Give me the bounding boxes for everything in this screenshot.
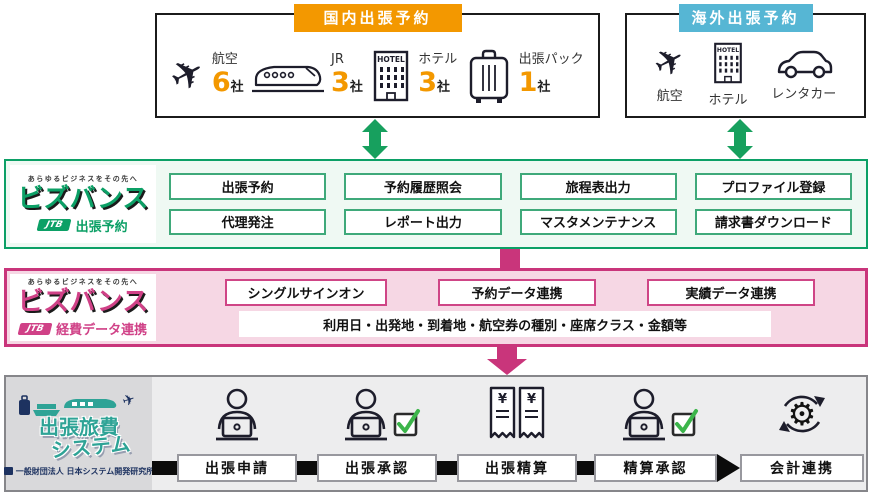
service-label: 出張パック <box>518 51 584 67</box>
bizvance-expense-section: あらゆるビジネスをその先へ ビズバンス JTB 経費データ連携 シングルサインオ… <box>4 268 868 347</box>
bizvance-booking-logo: あらゆるビジネスをその先へ ビズバンス JTB 出張予約 <box>10 165 156 243</box>
feature-box: 代理発注 <box>169 208 327 235</box>
brand-subtitle: 出張予約 <box>75 219 128 235</box>
feature-box: マスタメンテナンス <box>519 208 677 235</box>
svg-text:¥: ¥ <box>527 392 536 407</box>
service-count: 1 <box>518 67 538 99</box>
service-label: 航空 <box>656 89 683 104</box>
expense-system-logo-panel: ✈ 出張旅費 システム 一般財団法人 日本システム開発研究所 <box>3 377 155 490</box>
service-label: ホテル <box>708 93 748 108</box>
feature-box: 請求書ダウンロード <box>694 208 852 235</box>
vehicles-icon: ✈ <box>19 391 138 416</box>
feature-box: 実績データ連携 <box>647 279 815 306</box>
flow-step-label: 会計連携 <box>740 454 864 482</box>
brand-subtitle: 経費データ連携 <box>56 323 148 338</box>
person-laptop-check-icon <box>334 387 424 447</box>
service-label: レンタカー <box>771 87 837 102</box>
car-icon <box>777 50 832 79</box>
svg-text:✈: ✈ <box>120 391 138 411</box>
brand-logotype: ビズバンス <box>17 183 149 214</box>
organization-name: 一般財団法人 日本システム開発研究所 <box>15 465 155 476</box>
domestic-booking-header: 国内出張予約 <box>293 4 462 32</box>
expense-system-section: ✈ 出張旅費 システム 一般財団法人 日本システム開発研究所 <box>3 375 868 492</box>
service-unit: 社 <box>437 80 451 96</box>
service-unit: 社 <box>230 80 244 96</box>
service-label: JR <box>331 51 344 67</box>
airplane-icon: ✈ <box>162 47 214 104</box>
section-connector <box>500 249 520 268</box>
brand-tagline: あらゆるビジネスをその先へ <box>27 278 139 286</box>
svg-text:⚙: ⚙ <box>788 395 817 433</box>
system-logotype-line1: 出張旅費 <box>39 414 119 439</box>
service-count: 3 <box>331 67 350 99</box>
bizvance-booking-section: あらゆるビジネスをその先へ ビズバンス JTB 出張予約 出張予約 予約履歴照会… <box>4 159 868 249</box>
bidirectional-arrow-icon <box>362 119 388 159</box>
flow-step-label: 出張承認 <box>317 454 437 482</box>
flow-arrow-icon <box>717 454 740 482</box>
service-item-air: ✈ 航空 <box>647 37 693 104</box>
flow-step-label: 出張精算 <box>457 454 577 482</box>
flow-connector <box>577 461 594 475</box>
feature-box: シングルサインオン <box>225 279 387 306</box>
flow-step-label: 出張申請 <box>177 454 297 482</box>
service-label: ホテル <box>418 51 458 67</box>
overseas-booking-header: 海外出張予約 <box>678 4 813 32</box>
linked-data-fields-bar: 利用日・出発地・到着地・航空券の種別・座席クラス・金額等 <box>239 311 771 337</box>
overseas-items: ✈ 航空 HOTEL ホテル <box>631 37 860 112</box>
booking-feature-grid: 出張予約 予約履歴照会 旅程表出力 プロファイル登録 代理発注 レポート出力 マ… <box>169 173 852 235</box>
bullet-train-icon <box>252 66 325 93</box>
jtb-badge: JTB <box>17 322 53 335</box>
service-unit: 社 <box>349 80 363 96</box>
svg-text:¥: ¥ <box>498 392 507 407</box>
feature-box: 予約データ連携 <box>438 279 596 306</box>
suitcase-icon <box>469 49 508 103</box>
person-laptop-icon <box>205 387 269 447</box>
flow-connector <box>437 461 457 475</box>
bizvance-expense-logo: あらゆるビジネスをその先へ ビズバンス JTB 経費データ連携 <box>10 274 156 341</box>
service-unit: 社 <box>537 80 551 96</box>
feature-box: 旅程表出力 <box>519 173 677 200</box>
service-count: 3 <box>418 67 438 99</box>
service-item-hotel: HOTEL ホテル <box>709 41 748 108</box>
feature-box: レポート出力 <box>344 208 502 235</box>
brand-logotype: ビズバンス <box>17 287 149 317</box>
hotel-icon: HOTEL <box>374 50 409 101</box>
bidirectional-arrow-icon <box>727 119 753 159</box>
service-item-rentacar: レンタカー <box>771 47 836 102</box>
receipts-icon: ¥ ¥ <box>488 385 546 449</box>
down-arrow-icon <box>487 347 527 375</box>
overseas-booking-panel: 海外出張予約 ✈ 航空 HOTEL ホテル <box>625 4 866 118</box>
registration-stamp <box>3 467 13 475</box>
svg-text:HOTEL: HOTEL <box>717 47 739 54</box>
service-label: 航空 <box>211 51 238 67</box>
airplane-icon: ✈ <box>646 37 693 88</box>
svg-text:HOTEL: HOTEL <box>377 55 405 64</box>
system-logotype-line2: システム <box>50 431 132 462</box>
flow-connector <box>152 461 177 475</box>
person-laptop-check-icon <box>612 387 702 447</box>
feature-box: 予約履歴照会 <box>344 173 502 200</box>
flow-connector <box>297 461 317 475</box>
gear-sync-icon: ⚙ <box>773 385 831 447</box>
service-count: 6 <box>211 67 231 99</box>
jtb-badge: JTB <box>36 219 73 231</box>
feature-box: 出張予約 <box>169 173 327 200</box>
brand-tagline: あらゆるビジネスをその先へ <box>27 174 139 183</box>
hotel-icon: HOTEL <box>714 42 742 84</box>
feature-box: プロファイル登録 <box>694 173 852 200</box>
flow-step-label: 精算承認 <box>594 454 717 482</box>
